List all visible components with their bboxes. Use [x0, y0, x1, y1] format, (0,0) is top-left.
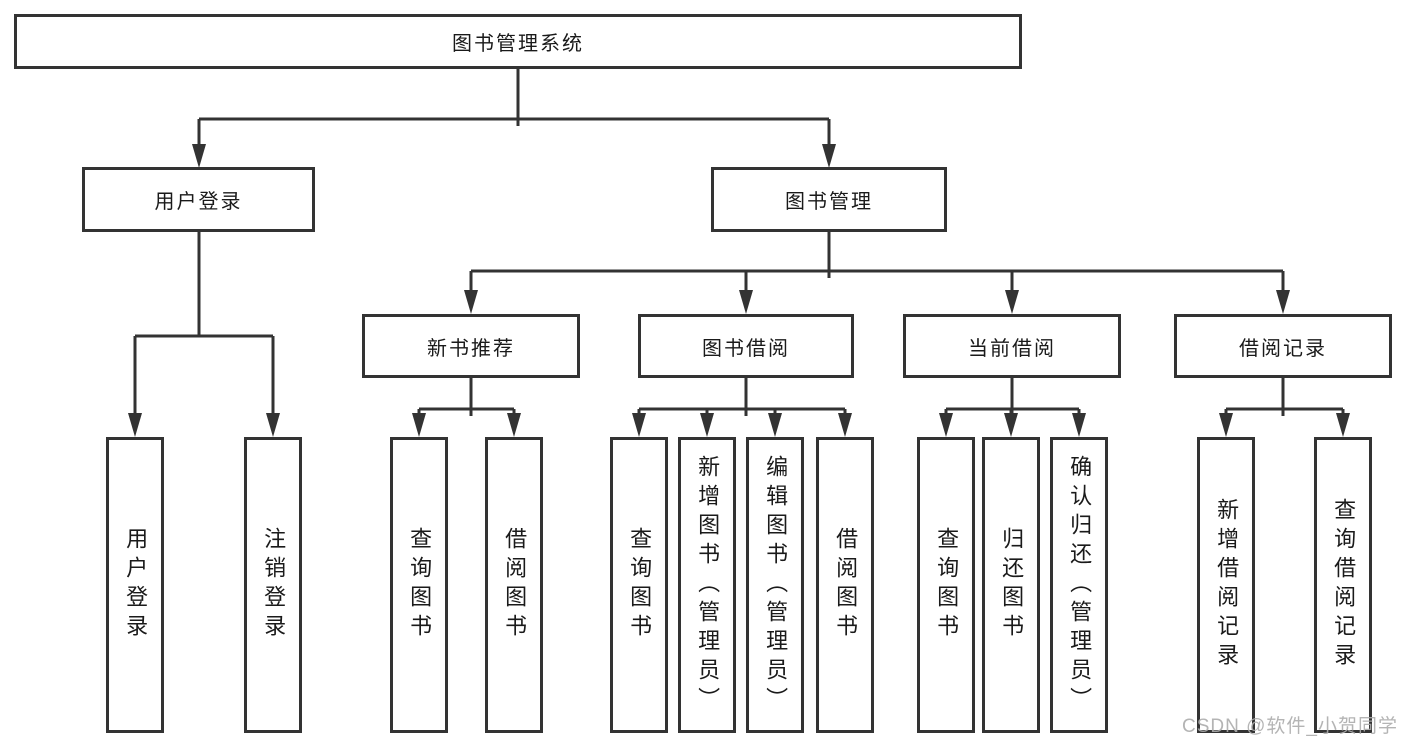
node-book-borrowing: 图书借阅: [638, 314, 854, 378]
node-new-book-recommend-label: 新书推荐: [427, 337, 515, 360]
leaf-borrow-books-recommend: 借阅图书: [485, 437, 543, 733]
leaf-edit-books-admin-label: 编辑图书（管理员）: [763, 454, 789, 716]
arrow-down-icon: [1276, 290, 1290, 314]
leaf-logout-label: 注销登录: [261, 527, 287, 643]
leaf-return-books-label: 归还图书: [999, 527, 1025, 643]
leaf-return-books: 归还图书: [982, 437, 1040, 733]
leaf-logout: 注销登录: [244, 437, 302, 733]
node-book-management: 图书管理: [711, 167, 947, 232]
arrow-down-icon: [192, 144, 206, 168]
arrow-down-icon: [1005, 290, 1019, 314]
arrow-down-icon: [632, 413, 646, 437]
arrow-down-icon: [1072, 413, 1086, 437]
leaf-borrow-books-borrowing-label: 借阅图书: [833, 527, 859, 643]
leaf-add-books-admin-label: 新增图书（管理员）: [695, 454, 721, 716]
node-current-borrowing-label: 当前借阅: [968, 337, 1056, 360]
node-borrowing-records-label: 借阅记录: [1239, 337, 1327, 360]
leaf-query-books-borrowing-label: 查询图书: [627, 527, 653, 643]
leaf-query-books-borrowing: 查询图书: [610, 437, 668, 733]
node-user-login-label: 用户登录: [154, 191, 243, 213]
leaf-add-borrow-record-label: 新增借阅记录: [1214, 498, 1240, 672]
leaf-confirm-return-admin: 确认归还（管理员）: [1050, 437, 1108, 733]
leaf-user-login: 用户登录: [106, 437, 164, 733]
leaf-query-borrow-record: 查询借阅记录: [1314, 437, 1372, 733]
arrow-down-icon: [266, 413, 280, 437]
connector-new-book-recommend-children: [412, 378, 521, 437]
connector-current-borrowing-children: [939, 378, 1086, 437]
node-user-login: 用户登录: [82, 167, 315, 232]
leaf-query-books-current: 查询图书: [917, 437, 975, 733]
leaf-query-books-current-label: 查询图书: [934, 527, 960, 643]
arrow-down-icon: [1336, 413, 1350, 437]
leaf-add-borrow-record: 新增借阅记录: [1197, 437, 1255, 733]
node-root: 图书管理系统: [14, 14, 1022, 69]
watermark: CSDN @软件_小贺同学: [1182, 716, 1398, 737]
arrow-down-icon: [507, 413, 521, 437]
arrow-down-icon: [838, 413, 852, 437]
leaf-add-books-admin: 新增图书（管理员）: [678, 437, 736, 733]
connector-user-login-children: [128, 232, 280, 437]
connector-book-management-children: [464, 232, 1290, 314]
node-new-book-recommend: 新书推荐: [362, 314, 580, 378]
leaf-edit-books-admin: 编辑图书（管理员）: [746, 437, 804, 733]
arrow-down-icon: [128, 413, 142, 437]
arrow-down-icon: [1219, 413, 1233, 437]
leaf-query-borrow-record-label: 查询借阅记录: [1331, 498, 1357, 672]
arrow-down-icon: [939, 413, 953, 437]
arrow-down-icon: [739, 290, 753, 314]
connector-book-borrowing-children: [632, 378, 852, 437]
node-current-borrowing: 当前借阅: [903, 314, 1121, 378]
arrow-down-icon: [412, 413, 426, 437]
leaf-user-login-label: 用户登录: [123, 527, 149, 643]
connector-root-to-level2: [192, 69, 836, 168]
arrow-down-icon: [1004, 413, 1018, 437]
connector-borrowing-records-children: [1219, 378, 1350, 437]
arrow-down-icon: [768, 413, 782, 437]
leaf-borrow-books-recommend-label: 借阅图书: [502, 527, 528, 643]
leaf-query-books-recommend: 查询图书: [390, 437, 448, 733]
node-book-borrowing-label: 图书借阅: [702, 337, 790, 360]
leaf-confirm-return-admin-label: 确认归还（管理员）: [1067, 454, 1093, 716]
node-root-label: 图书管理系统: [452, 33, 584, 55]
leaf-query-books-recommend-label: 查询图书: [407, 527, 433, 643]
node-book-management-label: 图书管理: [785, 191, 873, 213]
arrow-down-icon: [822, 144, 836, 168]
arrow-down-icon: [700, 413, 714, 437]
node-borrowing-records: 借阅记录: [1174, 314, 1392, 378]
leaf-borrow-books-borrowing: 借阅图书: [816, 437, 874, 733]
arrow-down-icon: [464, 290, 478, 314]
